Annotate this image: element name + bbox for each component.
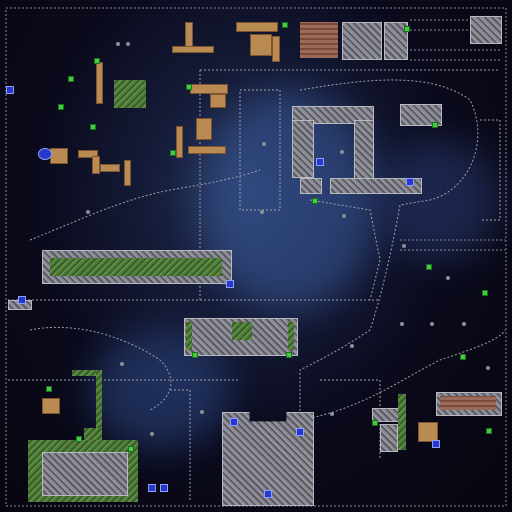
- rock-marker: [330, 412, 334, 416]
- dirt-tile: [418, 422, 438, 442]
- rock-marker: [486, 366, 490, 370]
- player-start-marker[interactable]: [432, 440, 440, 448]
- grass-patch: [114, 80, 146, 108]
- fortress-wall: [292, 120, 314, 178]
- rock-marker: [126, 42, 130, 46]
- dirt-tile: [92, 156, 100, 174]
- dirt-tile: [236, 22, 278, 32]
- player-start-marker[interactable]: [148, 484, 156, 492]
- fortress-wall: [330, 178, 422, 194]
- rock-marker: [260, 210, 264, 214]
- dirt-tile: [124, 160, 131, 186]
- dirt-tile: [196, 118, 212, 140]
- grass-patch: [232, 322, 252, 340]
- dirt-tile: [176, 126, 183, 158]
- player-start-marker[interactable]: [316, 158, 324, 166]
- rock-marker: [430, 322, 434, 326]
- resource-marker[interactable]: [372, 420, 378, 426]
- resource-marker[interactable]: [94, 58, 100, 64]
- resource-marker[interactable]: [170, 150, 176, 156]
- stone-block: [470, 16, 502, 44]
- resource-marker[interactable]: [312, 198, 318, 204]
- rock-marker: [462, 322, 466, 326]
- grass-path: [96, 370, 102, 430]
- rock-marker: [402, 244, 406, 248]
- player-start-marker[interactable]: [226, 280, 234, 288]
- resource-marker[interactable]: [90, 124, 96, 130]
- resource-marker[interactable]: [128, 446, 134, 452]
- resource-marker[interactable]: [282, 22, 288, 28]
- grass-patch: [288, 322, 294, 350]
- resource-marker[interactable]: [192, 352, 198, 358]
- dirt-tile: [50, 148, 68, 164]
- dirt-tile: [250, 34, 272, 56]
- dirt-tile: [96, 62, 103, 104]
- rock-marker: [340, 150, 344, 154]
- brick-block: [300, 22, 338, 58]
- grass-path: [84, 428, 102, 442]
- player-start-marker[interactable]: [160, 484, 168, 492]
- dirt-tile: [172, 46, 214, 53]
- resource-marker[interactable]: [404, 26, 410, 32]
- resource-marker[interactable]: [486, 428, 492, 434]
- resource-marker[interactable]: [58, 104, 64, 110]
- rock-marker: [200, 410, 204, 414]
- resource-marker[interactable]: [186, 84, 192, 90]
- rock-marker: [116, 42, 120, 46]
- resource-marker[interactable]: [426, 264, 432, 270]
- rock-marker: [262, 142, 266, 146]
- dirt-tile: [78, 150, 98, 158]
- player-start-marker[interactable]: [6, 86, 14, 94]
- dirt-tile: [42, 398, 60, 414]
- resource-marker[interactable]: [286, 352, 292, 358]
- dirt-tile: [210, 94, 226, 108]
- resource-marker[interactable]: [482, 290, 488, 296]
- brick-block: [440, 396, 496, 410]
- player-start-marker[interactable]: [296, 428, 304, 436]
- rock-marker: [86, 210, 90, 214]
- dirt-tile: [100, 164, 120, 172]
- dirt-tile: [272, 36, 280, 62]
- player-start-marker[interactable]: [406, 178, 414, 186]
- grass-path: [72, 370, 100, 376]
- dirt-tile: [188, 146, 226, 154]
- stone-block: [42, 452, 128, 496]
- fortress-wall: [292, 106, 374, 124]
- grass-patch: [398, 394, 406, 450]
- rock-marker: [150, 432, 154, 436]
- fortress-wall: [400, 104, 442, 126]
- fortress-wall: [300, 178, 322, 194]
- rock-marker: [400, 322, 404, 326]
- grass-field: [50, 258, 222, 276]
- grass-patch: [186, 322, 192, 350]
- resource-marker[interactable]: [68, 76, 74, 82]
- stone-block: [380, 424, 398, 452]
- player-start-marker[interactable]: [18, 296, 26, 304]
- player-start-marker[interactable]: [264, 490, 272, 498]
- resource-marker[interactable]: [432, 122, 438, 128]
- player-start-marker[interactable]: [230, 418, 238, 426]
- resource-marker[interactable]: [76, 436, 82, 442]
- stone-block: [342, 22, 382, 60]
- rock-marker: [446, 276, 450, 280]
- rock-marker: [120, 362, 124, 366]
- player-start-marker[interactable]: [38, 148, 52, 160]
- resource-marker[interactable]: [46, 386, 52, 392]
- rock-marker: [342, 214, 346, 218]
- resource-marker[interactable]: [460, 354, 466, 360]
- rock-marker: [350, 344, 354, 348]
- dirt-tile: [190, 84, 228, 94]
